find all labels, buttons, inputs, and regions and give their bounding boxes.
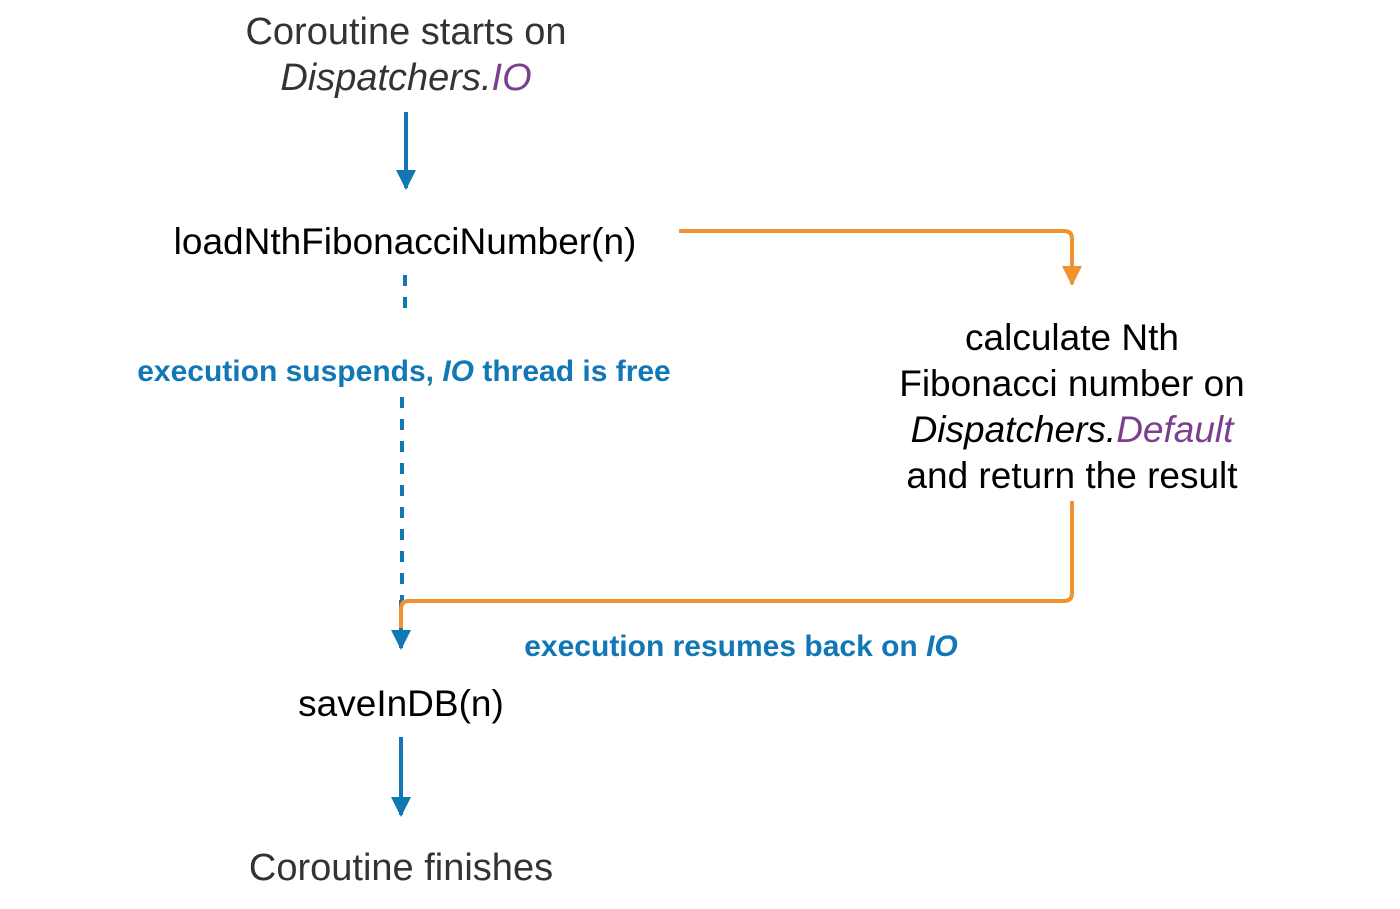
save-in-db-node: saveInDB(n)	[298, 683, 504, 724]
start-node: Coroutine starts on Dispatchers.IO	[196, 10, 616, 101]
resume-annotation-thread: IO	[926, 630, 958, 663]
start-node-line1: Coroutine starts on	[245, 11, 567, 53]
calculate-dispatcher-name: Default	[1116, 409, 1234, 450]
resume-annotation-prefix: execution resumes back on	[524, 630, 927, 663]
offload-arrow-to-calculate	[679, 229, 1082, 286]
suspend-annotation-suffix: thread is free	[474, 355, 671, 388]
load-fibonacci-node: loadNthFibonacciNumber(n)	[173, 221, 637, 262]
calculate-dispatcher: Dispatchers.Default	[842, 407, 1302, 453]
suspend-annotation-prefix: execution suspends,	[137, 355, 443, 388]
calculate-line2: Fibonacci number on	[899, 363, 1245, 404]
start-node-dispatcher: Dispatchers.IO	[196, 56, 616, 102]
finish-node: Coroutine finishes	[248, 847, 554, 889]
suspend-annotation-thread: IO	[442, 355, 474, 388]
start-dispatcher-prefix: Dispatchers.	[280, 56, 492, 99]
calculate-line1: calculate Nth	[965, 317, 1179, 358]
calculate-line4: and return the result	[906, 455, 1238, 496]
resume-annotation: execution resumes back on IO	[461, 629, 1021, 665]
calculate-node: calculate Nth Fibonacci number on Dispat…	[842, 315, 1302, 499]
start-dispatcher-name: IO	[491, 56, 532, 99]
suspend-annotation: execution suspends, IO thread is free	[84, 354, 724, 390]
calculate-dispatcher-prefix: Dispatchers.	[910, 409, 1117, 450]
return-path-to-io	[399, 501, 1074, 628]
